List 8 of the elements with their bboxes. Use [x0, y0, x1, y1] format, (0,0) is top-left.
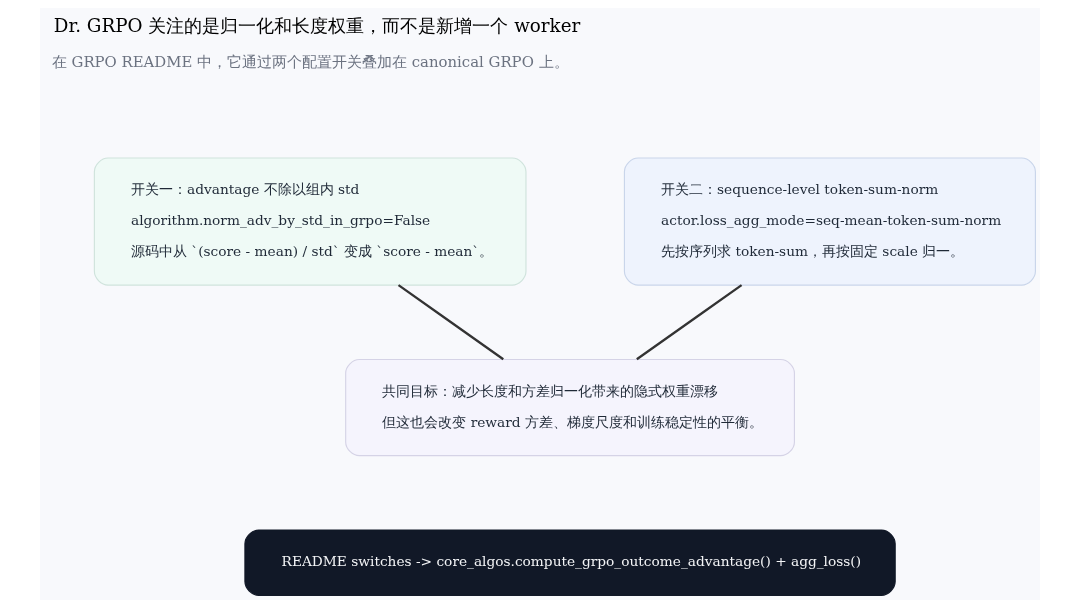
connector: [397, 284, 504, 361]
node-box: 共同目标：减少长度和方差归一化带来的隐式权重漂移 但这也会改变 reward 方差、梯度尺度和训练稳定性的平衡。: [345, 358, 795, 457]
node-box: README switches -> core_algos.compute_grpo_outcome_advantage() + agg_loss(): [244, 529, 896, 596]
diagram-title: Dr. GRPO 关注的是归一化和长度权重，而不是新增一个 worker: [53, 14, 581, 36]
node-box: 开关一：advantage 不除以组内 std algorithm.norm_adv_by_std_in_grpo=False 源码中从 `(score - mean) / std` 变成 `score - mean`。: [93, 157, 527, 286]
connector: [636, 284, 743, 361]
label: 在 GRPO README 中，它通过两个配置开关叠加在 canonical GRPO 上。: [51, 52, 569, 71]
node-box: 开关二：sequence-level token-sum-norm actor.loss_agg_mode=seq-mean-token-sum-norm 先按序列求 token-sum，再按固定 scale 归一。: [623, 157, 1036, 286]
